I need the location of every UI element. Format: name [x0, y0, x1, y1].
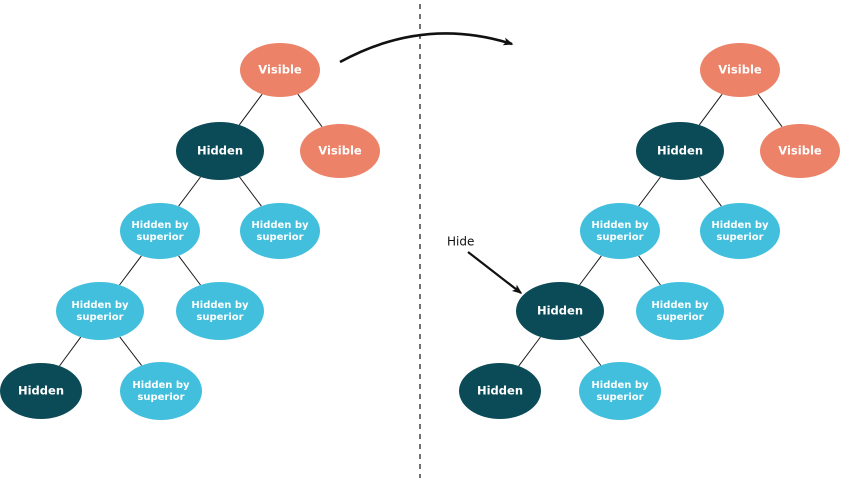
- tree-edge: [579, 255, 602, 286]
- node-label: Visible: [318, 144, 362, 158]
- node-ellipse[interactable]: [300, 124, 380, 178]
- node-label: superior: [596, 232, 643, 243]
- node-label: Hidden by: [132, 380, 190, 391]
- node-ellipse[interactable]: [760, 124, 840, 178]
- tree-edge: [178, 255, 201, 286]
- node-ellipse[interactable]: [120, 203, 200, 259]
- node-ellipse[interactable]: [636, 122, 724, 180]
- node-ellipse[interactable]: [120, 362, 202, 420]
- node-label: superior: [716, 232, 763, 243]
- node-label: Hidden: [18, 384, 64, 398]
- tree-edge: [239, 176, 262, 207]
- tree-node-visible[interactable]: Visible: [240, 43, 320, 97]
- node-ellipse[interactable]: [56, 282, 144, 340]
- node-ellipse[interactable]: [580, 203, 660, 259]
- tree-edge: [119, 255, 142, 286]
- tree-edge: [757, 93, 783, 128]
- tree-edge: [518, 336, 541, 367]
- tree-edge: [119, 336, 142, 366]
- tree-node-hidden[interactable]: Hidden: [176, 122, 264, 180]
- node-label: Hidden by: [71, 300, 129, 311]
- node-label: superior: [196, 312, 243, 323]
- node-label: superior: [137, 392, 184, 403]
- tree-edge: [238, 93, 263, 126]
- tree-node-hidden[interactable]: Hidden: [516, 282, 604, 340]
- node-ellipse[interactable]: [0, 363, 82, 419]
- tree-edge: [699, 176, 722, 207]
- node-label: superior: [256, 232, 303, 243]
- hide-arrow-icon: [467, 251, 523, 294]
- node-label: Hidden by: [191, 300, 249, 311]
- node-label: Hidden by: [131, 220, 189, 231]
- node-ellipse[interactable]: [459, 363, 541, 419]
- node-label: Visible: [718, 63, 762, 77]
- tree-node-visible[interactable]: Visible: [300, 124, 380, 178]
- tree-edge: [178, 176, 201, 207]
- node-label: Visible: [778, 144, 822, 158]
- tree-node-visible[interactable]: Visible: [700, 43, 780, 97]
- node-label: Hidden: [537, 304, 583, 318]
- node-ellipse[interactable]: [516, 282, 604, 340]
- node-ellipse[interactable]: [176, 282, 264, 340]
- tree-edges-layer: [59, 93, 783, 367]
- node-label: superior: [656, 312, 703, 323]
- curved-transform-arrow-icon: [339, 32, 514, 64]
- tree-edge: [638, 255, 661, 286]
- node-ellipse[interactable]: [636, 282, 724, 340]
- tree-node-hidden[interactable]: Hidden: [0, 363, 82, 419]
- node-label: Hidden: [197, 144, 243, 158]
- node-label: superior: [76, 312, 123, 323]
- tree-node-hidden[interactable]: Hidden: [636, 122, 724, 180]
- node-label: Hidden by: [251, 220, 309, 231]
- tree-node-visible[interactable]: Visible: [760, 124, 840, 178]
- tree-edge: [59, 336, 82, 367]
- node-label: Hidden by: [651, 300, 709, 311]
- node-ellipse[interactable]: [240, 43, 320, 97]
- node-label: superior: [136, 232, 183, 243]
- node-label: Hidden by: [591, 220, 649, 231]
- tree-edge: [638, 176, 661, 207]
- node-ellipse[interactable]: [700, 203, 780, 259]
- tree-edge: [579, 336, 602, 366]
- node-ellipse[interactable]: [700, 43, 780, 97]
- tree-edge: [698, 93, 723, 126]
- node-label: Hidden by: [591, 380, 649, 391]
- tree-node-hidden[interactable]: Hidden: [459, 363, 541, 419]
- node-ellipse[interactable]: [240, 203, 320, 259]
- node-label: Hidden: [657, 144, 703, 158]
- node-ellipse[interactable]: [176, 122, 264, 180]
- tree-edge: [297, 93, 323, 128]
- node-label: Hidden by: [711, 220, 769, 231]
- node-label: Hidden: [477, 384, 523, 398]
- node-label: Visible: [258, 63, 302, 77]
- node-ellipse[interactable]: [579, 362, 661, 420]
- node-label: superior: [596, 392, 643, 403]
- hide-annotation-label: Hide: [447, 235, 474, 249]
